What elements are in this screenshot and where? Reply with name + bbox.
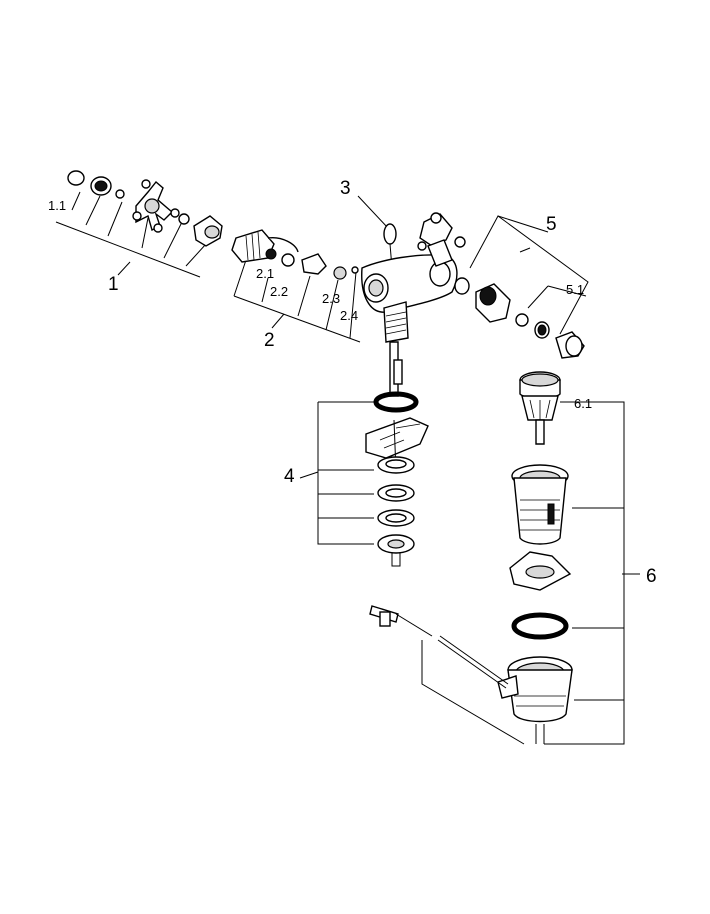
washer-5-1	[515, 313, 529, 327]
seal-ring-4	[373, 391, 419, 413]
o-ring-2-2	[281, 253, 295, 267]
screw-part-2-4	[351, 266, 359, 274]
label-6-1: 6.1	[574, 396, 592, 411]
cartridge-parts	[231, 229, 359, 280]
o-ring-2-1	[265, 248, 277, 260]
label-5-1: 5.1	[566, 282, 584, 297]
countertop-section	[365, 417, 429, 459]
label-6: 6	[646, 566, 657, 587]
stem-part	[301, 253, 327, 275]
mounting-parts	[365, 391, 429, 567]
label-2-2: 2.2	[270, 284, 288, 299]
label-2-1: 2.1	[256, 266, 274, 281]
label-2-4: 2.4	[340, 308, 358, 323]
part-labels: 1 1.1 2 2.1 2.2 2.3 2.4 3 4 5 5.1 6 6.1	[48, 178, 657, 587]
label-1-1: 1.1	[48, 198, 66, 213]
ring-part	[178, 213, 190, 225]
label-2: 2	[264, 330, 275, 351]
spring-clip-part	[267, 237, 299, 253]
mixer-body	[361, 212, 466, 397]
label-1: 1	[108, 274, 119, 295]
lift-rod-linkage	[369, 605, 509, 689]
waste-parts	[497, 371, 573, 744]
label-3: 3	[340, 178, 351, 199]
pop-up-knob	[383, 223, 397, 245]
cross-handle-part	[132, 179, 180, 233]
washer-5	[454, 277, 470, 295]
leader-lines	[55, 191, 640, 745]
gasket-6	[511, 612, 569, 640]
label-2-3: 2.3	[322, 291, 340, 306]
screw-part	[115, 189, 125, 199]
label-5: 5	[546, 214, 557, 235]
label-4: 4	[284, 466, 295, 487]
nut-part-2-3	[333, 266, 347, 280]
handle-assembly-parts	[67, 170, 223, 247]
connection-parts	[454, 277, 585, 359]
cap-part	[67, 170, 85, 186]
